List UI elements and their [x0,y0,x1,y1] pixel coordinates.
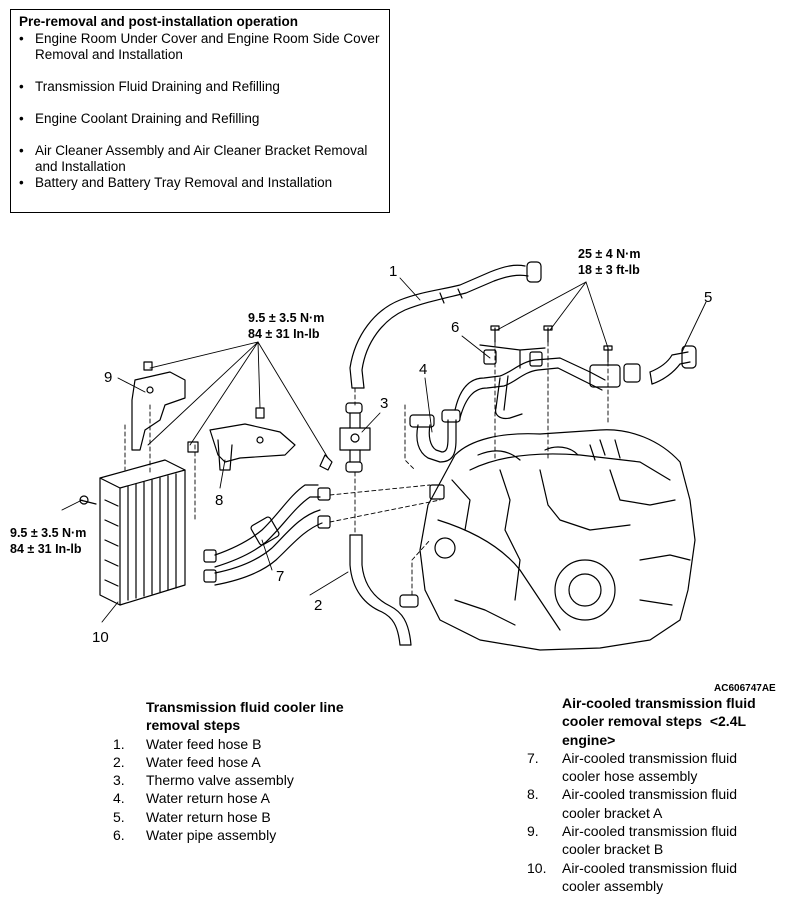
exploded-diagram: 1 2 3 4 5 6 7 8 9 10 25 ± 4 N·m 18 ± 3 f… [0,230,787,700]
bullet-icon: • [19,143,24,158]
steps-left-list: 1.Water feed hose B 2.Water feed hose A … [113,735,413,845]
pre-removal-title: Pre-removal and post-installation operat… [19,14,299,29]
bracket-b-drawing [131,361,186,451]
bullet-icon: • [19,79,24,94]
fasteners-drawing [79,454,445,505]
bullet-icon: • [19,111,24,126]
callout-4: 4 [419,361,427,378]
pre-removal-item: •Air Cleaner Assembly and Air Cleaner Br… [19,143,368,174]
list-item: 2.Water feed hose A [113,753,261,770]
thermo-valve-drawing [339,402,371,473]
callout-10: 10 [92,629,109,646]
list-item: 6.Water pipe assembly [113,827,277,844]
fluid-cooler-line-steps: Transmission fluid cooler line removal s… [113,698,413,844]
hose-2-drawing [349,534,419,646]
water-pipe-drawing [454,344,621,420]
callout-7: 7 [276,568,284,585]
torque-left-inlb: 84 ± 31 In-lb [10,542,82,556]
guide-lines [124,341,609,596]
torque-top-right-ftlb: 18 ± 3 ft-lb [578,263,640,277]
callout-1: 1 [389,263,397,280]
bolts-top-drawing [490,325,613,363]
bullet-icon: • [19,31,24,46]
diagram-svg: 1 2 3 4 5 6 7 8 9 10 25 ± 4 N·m 18 ± 3 f… [10,247,776,694]
callout-5: 5 [704,289,712,306]
pre-removal-item: •Engine Room Under Cover and Engine Room… [19,31,380,62]
callout-6: 6 [451,319,459,336]
list-item: 3.Thermo valve assembly [113,772,294,789]
pre-removal-list: •Engine Room Under Cover and Engine Room… [19,31,381,191]
pre-removal-item: •Transmission Fluid Draining and Refilli… [19,79,280,94]
bracket-a-drawing [187,407,296,471]
hose-1-drawing [349,261,542,389]
figure-code: AC606747AE [714,683,776,694]
air-cooled-cooler-steps: Air-cooled transmission fluid cooler rem… [527,694,777,895]
steps-left-heading-1: Transmission fluid cooler line [146,699,344,715]
list-item: 5.Water return hose B [113,808,271,825]
pre-removal-box: Pre-removal and post-installation operat… [10,9,390,213]
hose-5-drawing [623,345,697,385]
steps-right-heading-2: cooler removal steps <2.4L [562,713,747,730]
bullet-icon: • [19,175,24,190]
callout-9: 9 [104,369,112,386]
torque-left-nm: 9.5 ± 3.5 N·m [10,526,86,540]
hose-4-drawing [409,409,461,463]
cooler-drawing [99,459,186,606]
torque-mid-nm: 9.5 ± 3.5 N·m [248,311,324,325]
list-item: 1.Water feed hose B [113,735,262,752]
list-item: 4.Water return hose A [113,790,270,807]
pre-removal-item: •Battery and Battery Tray Removal and In… [19,175,333,190]
steps-right-heading-1: Air-cooled transmission fluid [562,695,756,711]
steps-right-heading-3: engine> [562,731,616,748]
torque-top-right-nm: 25 ± 4 N·m [578,247,640,261]
callout-3: 3 [380,395,388,412]
callout-8: 8 [215,492,223,509]
steps-left-heading-2: removal steps [146,717,241,734]
pre-removal-item: •Engine Coolant Draining and Refilling [19,111,260,126]
transmission-drawing [419,429,696,651]
torque-mid-inlb: 84 ± 31 In-lb [248,327,320,341]
leader-lines [61,277,707,623]
cooler-hose-drawing [203,484,331,586]
callout-2: 2 [314,597,322,614]
